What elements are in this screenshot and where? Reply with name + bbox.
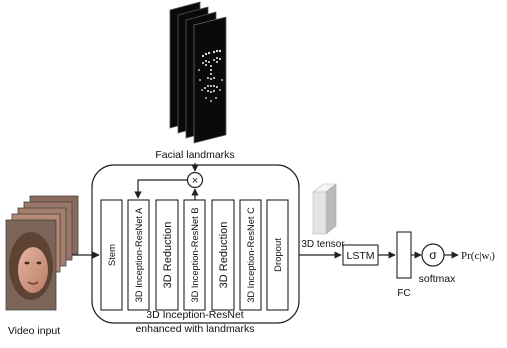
multiply-to-block-a: [134, 179, 188, 199]
video-input-stack: [5, 195, 79, 311]
landmark-stack: [169, 1, 227, 144]
tensor-cube: [312, 183, 337, 235]
block-reduction-1-label: 3D Reduction: [162, 222, 174, 289]
multiply-symbol: ×: [192, 175, 198, 187]
fc-block: [396, 231, 412, 279]
tensor-label: 3D tensor: [301, 239, 345, 250]
network-caption-line1: 3D Inception-ResNet: [146, 309, 244, 321]
landmark-dots: [198, 49, 223, 102]
block-inception-b: [183, 199, 206, 311]
block-inception-a: [127, 199, 150, 311]
sigma-symbol: σ: [429, 248, 437, 262]
landmarks-label: Facial landmarks: [155, 149, 234, 161]
face-image: [9, 232, 53, 300]
block-inception-a-label: 3D Inception-ResNet A: [134, 207, 144, 302]
block-reduction-1: [155, 199, 179, 311]
block-reduction-2: [211, 199, 235, 311]
block-inception-b-label: 3D Inception-ResNet B: [190, 207, 200, 302]
stem-block: [100, 199, 123, 311]
dropout-label: Dropout: [273, 238, 284, 272]
block-reduction-2-label: 3D Reduction: [218, 222, 230, 289]
multiply-node: ×: [186, 171, 204, 189]
output-probability: Pr(c|wᵢ): [461, 250, 495, 262]
lstm-label: LSTM: [346, 250, 374, 262]
video-input-label: Video input: [8, 325, 60, 337]
block-inception-c: [239, 199, 262, 311]
softmax-label: softmax: [419, 273, 457, 285]
dropout-block: [266, 199, 289, 311]
fc-label: FC: [397, 288, 410, 299]
network-caption-line2: enhanced with landmarks: [135, 323, 254, 335]
block-inception-c-label: 3D Inception-ResNet C: [246, 207, 256, 303]
network-container: [91, 164, 300, 324]
stem-label: Stem: [107, 244, 118, 266]
